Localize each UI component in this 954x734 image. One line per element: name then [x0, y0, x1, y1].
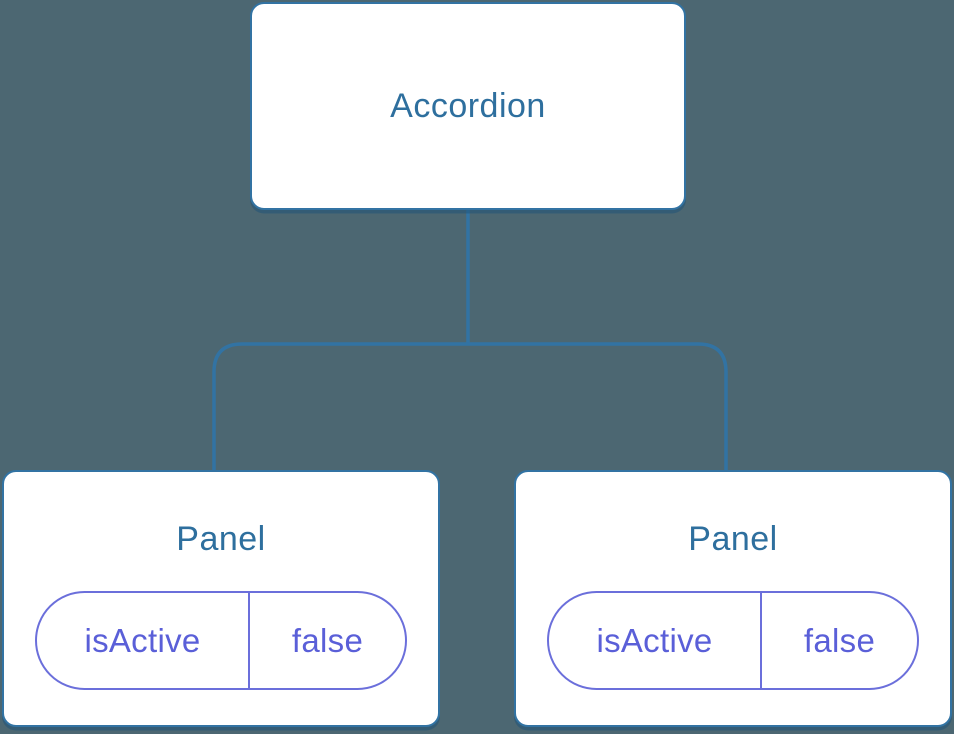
- state-value-cell: false: [291, 621, 364, 659]
- tree-node-panel-left: Panel isActive false: [2, 470, 440, 727]
- tree-node-panel-right: Panel isActive false: [514, 470, 952, 727]
- state-pill: isActive false: [547, 591, 919, 690]
- state-name-cell: isActive: [549, 593, 762, 688]
- state-pill: isActive false: [35, 591, 407, 690]
- branch-bracket-line: [212, 342, 728, 470]
- tree-node-accordion: Accordion: [250, 2, 686, 210]
- node-label: Accordion: [390, 87, 546, 125]
- state-value-cell: false: [803, 621, 876, 659]
- state-name-cell: isActive: [37, 593, 250, 688]
- node-label: Panel: [688, 520, 778, 558]
- node-label: Panel: [176, 520, 266, 558]
